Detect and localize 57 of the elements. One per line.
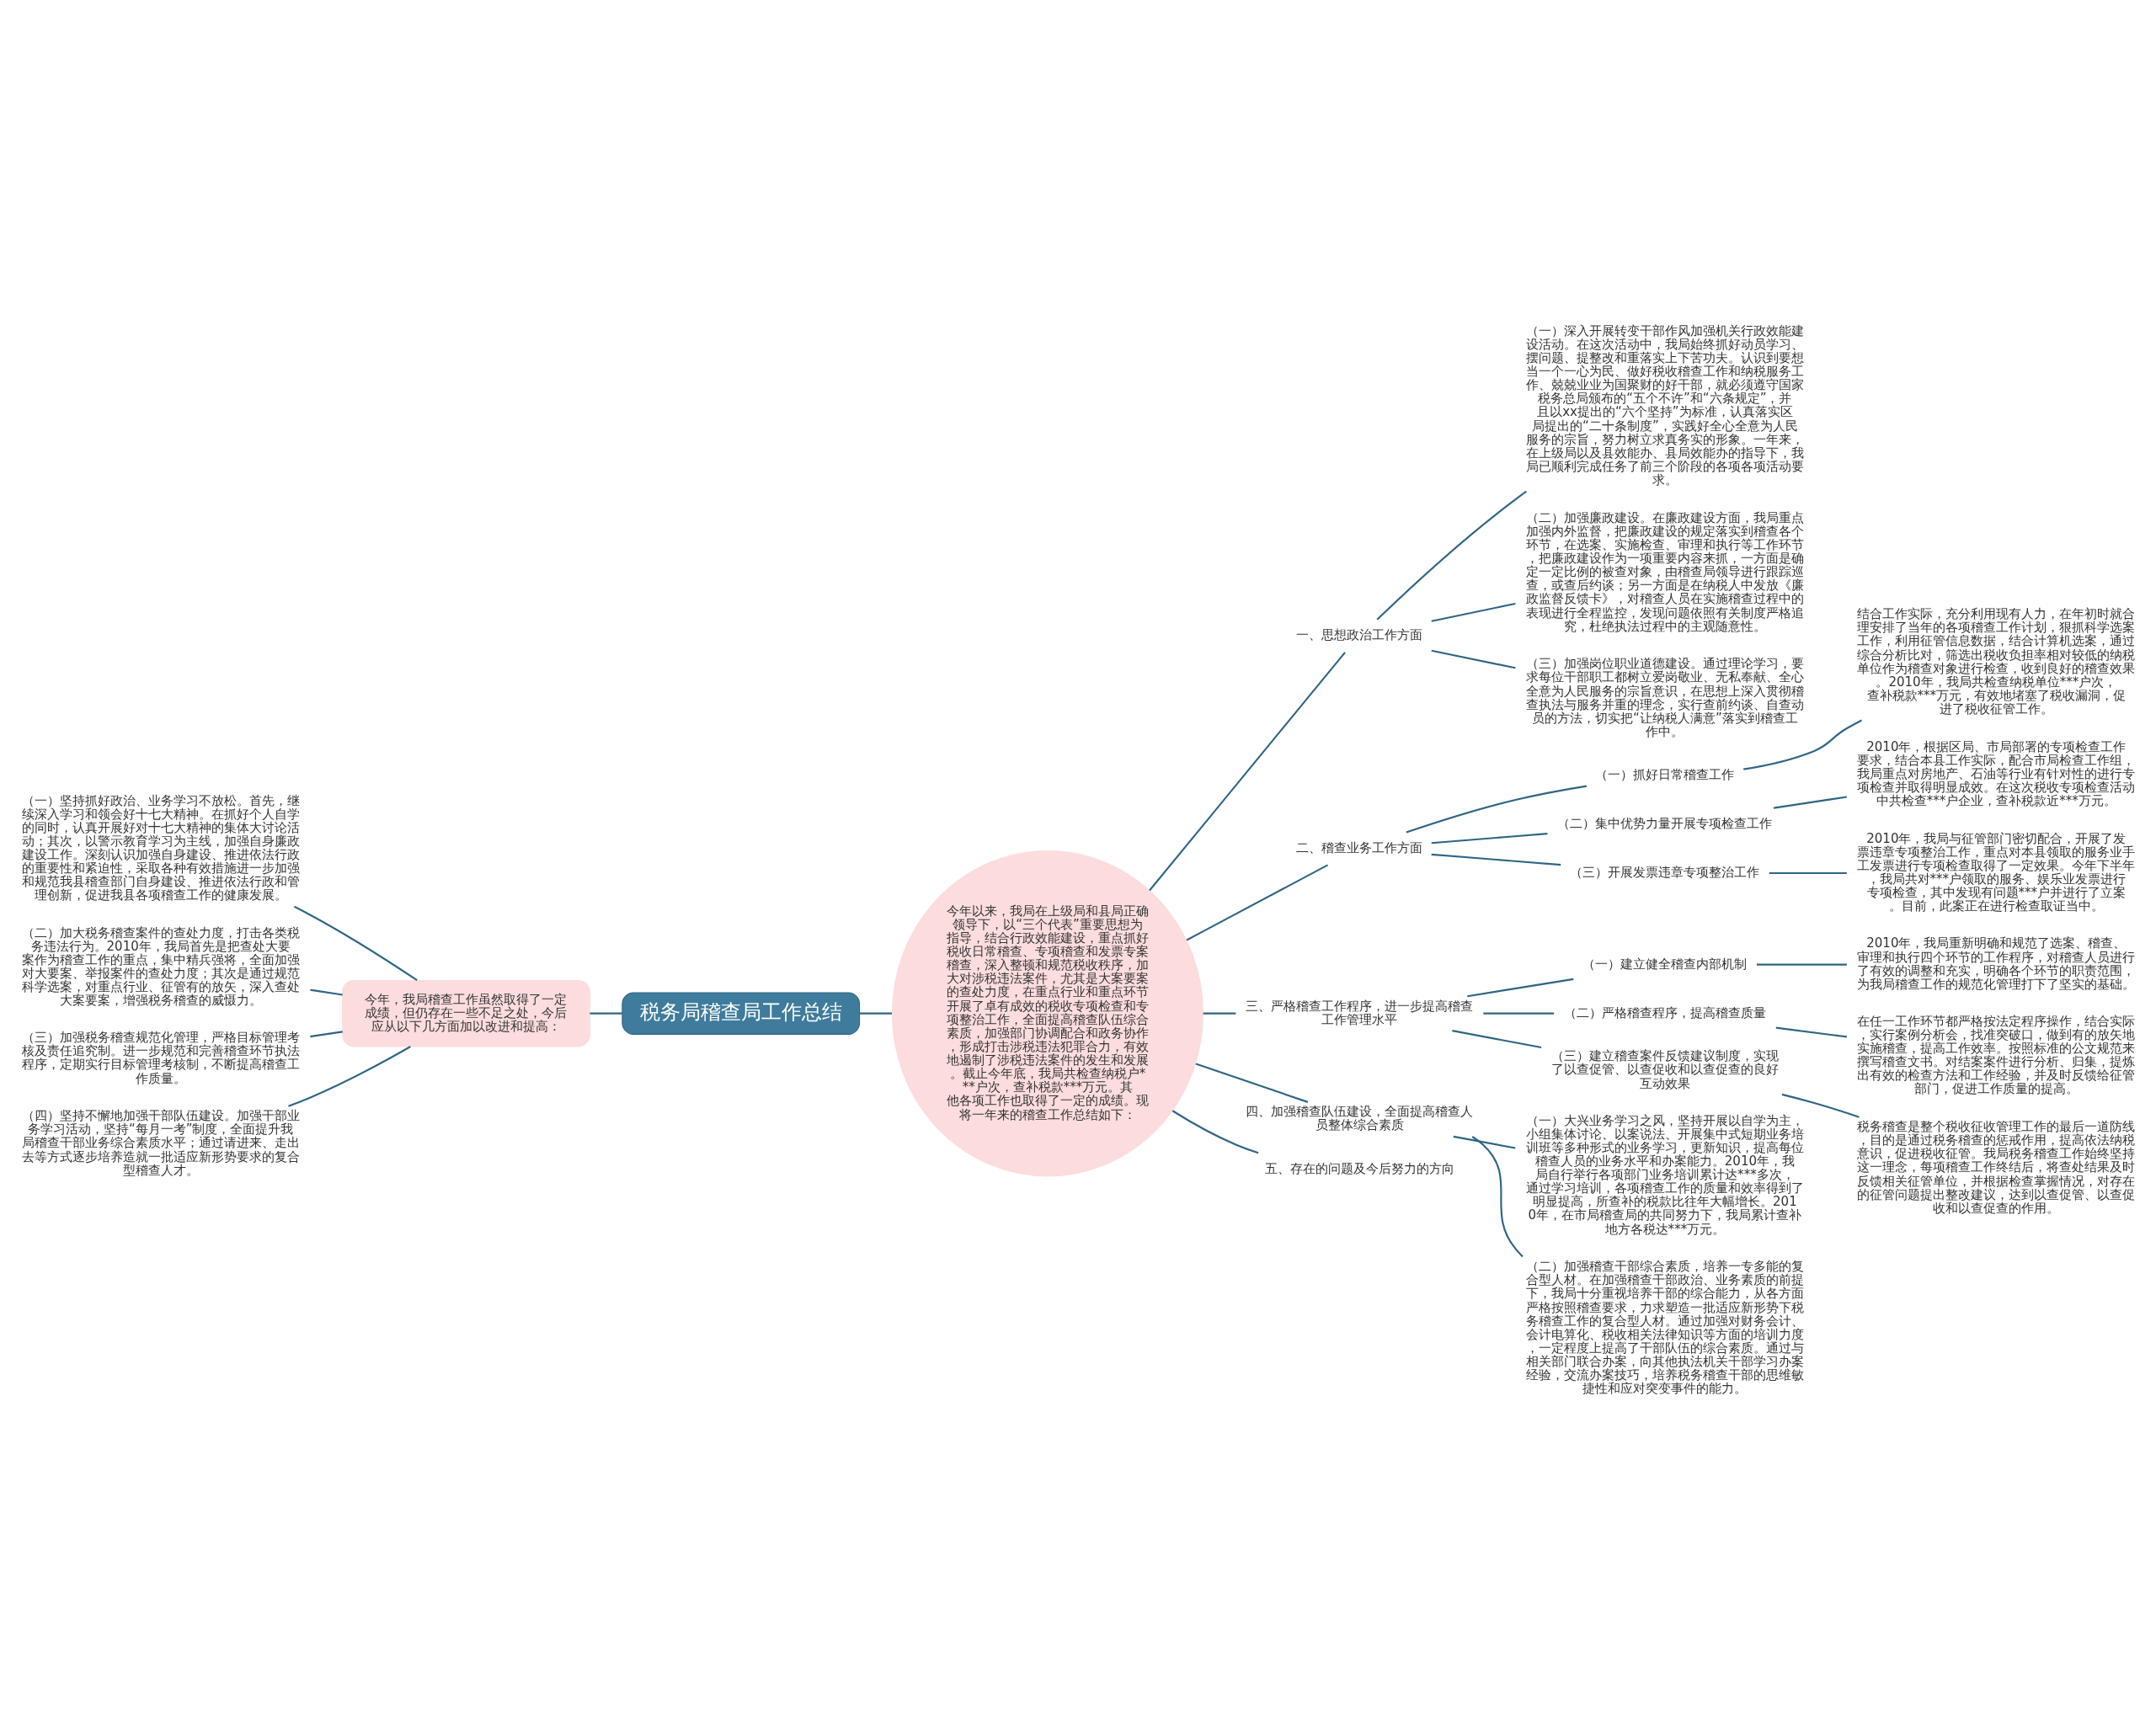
node-box: 今年，我局稽查工作虽然取得了一定成绩，但仍存在一些不足之处，今后应从以下几方面加以改进和提高： xyxy=(341,979,590,1047)
connector xyxy=(309,988,343,996)
node-text: 2010年，我局与征管部门密切配合，开展了发票违章专项整治工作，重点对本县领取的服务业手工发票进行专项检查取得了一定效果。今年下半年，我局共对***户领取的服务、娱乐业发票进行专项检查，其中发现有问题***户并进行了立案。目前，此案正在进行检查取证当中。 xyxy=(1856,830,2135,914)
node-circle: 今年以来，我局在上级局和县局正确领导下，以“三个代表”重要思想为指导，结合行政效能建设，重点抓好税收日常稽查、专项稽查和发票专案稽查，深入整顿和规范税收秩序，加大对涉税违法案件，尤其是大案要案的查处力度，在重点行业和重点环节开展了卓有成效的税收专项检查和专项整治工作，全面提高稽查队伍综合素质，加强部门协调配合和政务协作，形成打击涉税违法犯罪合力，有效地遏制了涉税违法案件的发生和发展。截止今年底，我局共检查纳税户***户次，查补税款***万元。其他各项工作也取得了一定的成绩。现将一年来的稽查工作总结如下： xyxy=(891,850,1203,1177)
connector xyxy=(1376,490,1527,621)
connector xyxy=(1742,719,1862,770)
node-text: 在任一工作环节都严格按法定程序操作，结合实际，实行案例分析会，找准突破口，做到有的放矢地实施稽查，提高工作效率。按照标准的公文规范来撰写稽查文书。对结案案件进行分析、归集，提炼出有效的检查方法和工作经验，并及时反馈给征管部门，促进工作质量的提高。 xyxy=(1856,1013,2135,1097)
node-text: （一）坚持抓好政治、业务学习不放松。首先，继续深入学习和领会好十七大精神。在抓好个人自学的同时，认真开展好对十七大精神的集体大讨论活动；其次，以警示教育学习为主线，加强自身廉政建设工作。深刻认识加强自身建设、推进依法行政的重要性和紧迫性，采取各种有效措施进一步加强和规范我县稽查部门自身建设、推进依法行政和管理创新，促进我县各项稽查工作的健康发展。 xyxy=(21,792,300,903)
connector xyxy=(1406,785,1587,834)
connector xyxy=(1756,963,1847,966)
connector xyxy=(1431,853,1561,866)
connector xyxy=(1431,833,1548,845)
connector xyxy=(1171,1110,1258,1154)
node-text: （一）深入开展转变干部作风加强机关行政效能建设活动。在这次活动中，我局始终抓好动员学习、摆问题、提整改和重落实上下苦功夫。认识到要想当一个一心为民、做好税收稽查工作和纳税服务工作、兢兢业业为国聚财的好干部，就必须遵守国家税务总局颁布的“五个不许”和“六条规定”，并且以xx提出的“六个坚持”为标准，认真落实区局提出的“二十条制度”，实践好全心全意为人民服务的宗旨，努力树立求真务实的形象。一年来，在上级局以及县效能办、县局效能办的指导下，我局已顺利完成任务了前三个阶段的各项各项活动要求。 xyxy=(1525,322,1804,488)
connector xyxy=(1781,1093,1860,1118)
node-text: 结合工作实际，充分利用现有人力，在年初时就合理安排了当年的各项稽查工作计划，狠抓科学选案工作，利用征管信息数据，结合计算机选案，通过综合分析比对，筛选出税收负担率相对较低的纳税单位作为稽查对象进行检查，收到良好的稽查效果。2010年，我局共检查纳税单位***户次，查补税款***万元，有效地堵塞了税收漏洞，促进了税收征管工作。 xyxy=(1856,606,2135,717)
node-text: 五、存在的问题及今后努力的方向 xyxy=(1264,1160,1454,1176)
node-text: （一）抓好日常稽查工作 xyxy=(1594,766,1734,782)
node-text: （一）大兴业务学习之风，坚持开展以自学为主，小组集体讨论、以案说法、开展集中式短期业务培训班等多种形式的业务学习，更新知识，提高每位稽查人员的业务水平和办案能力。2010年，我局自行举行各项部门业务培训累计达***多次，通过学习培训，各项稽查工作的质量和效率得到了明显提高，所查补的税款比往年大幅增长。2010年，在市局稽查局的共同努力下，我局累计查补地方各税达***万元。 xyxy=(1525,1112,1804,1237)
connector xyxy=(859,1012,892,1015)
node-text: 二、稽查业务工作方面 xyxy=(1295,840,1422,855)
connector xyxy=(1769,871,1847,875)
connector xyxy=(1453,1135,1515,1149)
node-text: 2010年，根据区局、市局部署的专项检查工作要求，结合本县工作实际，配合市局检查工作组，我局重点对房地产、石油等行业有针对性的进行专项检查并取得明显成效。在这次税收专项检查活动中共检查***户企业，查补税款近***万元。 xyxy=(1856,738,2135,809)
node-text: 一、思想政治工作方面 xyxy=(1295,627,1422,643)
node-text: （二）集中优势力量开展专项检查工作 xyxy=(1556,815,1772,831)
node-box: 税务局稽查局工作总结 xyxy=(621,992,860,1035)
connector xyxy=(1203,1012,1235,1015)
node-text: （二）加强稽查干部综合素质，培养一专多能的复合型人材。在加强稽查干部政治、业务素质的前提下，我局十分重视培养干部的综合能力，从各方面严格按照稽查要求，力求塑造一批适应新形势下税务稽查工作的复合型人材。通过加强对财务会计、会计电算化、税收相关法律知识等方面的培训力度，一定程度上提高了干部队伍的综合素质。通过与相关部门联合办案，向其他执法机关干部学习办案经验，交流办案技巧，培养税务稽查干部的思维敏捷性和应对突变事件的能力。 xyxy=(1525,1259,1804,1397)
connector xyxy=(309,1031,343,1038)
connector xyxy=(1471,1136,1524,1258)
node-text: 税务稽查是整个税收征收管理工作的最后一道防线，目的是通过税务稽查的惩戒作用，提高依法纳税意识，促进税收征管。我局税务稽查工作始终坚持这一理念，每项稽查工作终结后，将查处结果及时反馈相关征管单位，并根据检查掌握情况，对存在的征管问题提出整改建议，达到以查促管、以查促收和以查促查的作用。 xyxy=(1856,1119,2135,1216)
node-text: （二）加强廉政建设。在廉政建设方面，我局重点加强内外监督，把廉政建设的规定落实到稽查各个环节，在选案、实施检查、审理和执行等工作环节，把廉政建设作为一项重要内容来抓，一方面是确定一定比例的被查对象，由稽查局领导进行跟踪巡查，或查后约谈；另一方面是在纳税人中发放《廉政监督反馈卡》，对稽查人员在实施稽查过程中的表现进行全程监控，发现问题依照有关制度严格追究，杜绝执法过程中的主观随意性。 xyxy=(1525,509,1804,634)
node-text: （三）加强岗位职业道德建设。通过理论学习，要求每位干部职工都树立爱岗敬业、无私奉献、全心全意为人民服务的宗旨意识，在思想上深入贯彻稽查执法与服务并重的理念，实行查前约谈、自查动员的方法，切实把“让纳税人满意”落实到稽查工作中。 xyxy=(1525,656,1804,739)
node-text: 2010年，我局重新明确和规范了选案、稽查、审理和执行四个环节的工作程序，对稽查人员进行了有效的调整和充实，明确各个环节的职责范围，为我局稽查工作的规范化管理打下了坚实的基础。 xyxy=(1856,935,2135,992)
node-text: （二）加大税务稽查案件的查处力度，打击各类税务违法行为。2010年，我局首先是把查处大要案作为稽查工作的重点，集中精兵强将，全面加强对大要案、举报案件的查处力度；其次是通过规范科学选案，对重点行业、征管有的放矢，深入查处大案要案，增强税务稽查的威慑力。 xyxy=(21,924,300,1009)
connector xyxy=(293,905,418,982)
connector xyxy=(1195,1063,1308,1103)
connector xyxy=(287,1046,411,1107)
node-text: （二）严格稽查程序，提高稽查质量 xyxy=(1563,1004,1766,1020)
node-text: （三）开展发票违章专项整治工作 xyxy=(1569,865,1759,881)
connector xyxy=(1431,602,1516,622)
node-text: 四、加强稽查队伍建设，全面提高稽查人员整体综合素质 xyxy=(1245,1104,1473,1133)
connector xyxy=(1148,652,1346,892)
connector xyxy=(590,1012,622,1015)
node-text: （三）加强税务稽查规范化管理，严格目标管理考核及责任追究制。进一步规范和完善稽查环节执法程序，定期实行目标管理考核制，不断提高稽查工作质量。 xyxy=(21,1030,300,1086)
connector xyxy=(1775,1026,1847,1038)
connector xyxy=(1186,864,1328,941)
node-text: （四）坚持不懈地加强干部队伍建设。加强干部业务学习活动，坚持“每月一考”制度，全面提升我局稽查干部业务综合素质水平；通过请进来、走出去等方式逐步培养造就一批适应新形势要求的复合型稽查人才。 xyxy=(21,1108,300,1178)
connector xyxy=(1466,978,1573,998)
connector xyxy=(1773,796,1847,809)
connector xyxy=(1451,1030,1541,1049)
node-text: （一）建立健全稽查内部机制 xyxy=(1582,956,1747,972)
node-text: （三）建立稽查案件反馈建议制度，实现了以查促管、以查促收和以查促查的良好互动效果 xyxy=(1550,1048,1779,1091)
node-text: 三、严格稽查工作程序，进一步提高稽查工作管理水平 xyxy=(1245,998,1473,1027)
connector xyxy=(1482,1012,1554,1015)
connector xyxy=(1431,649,1516,669)
